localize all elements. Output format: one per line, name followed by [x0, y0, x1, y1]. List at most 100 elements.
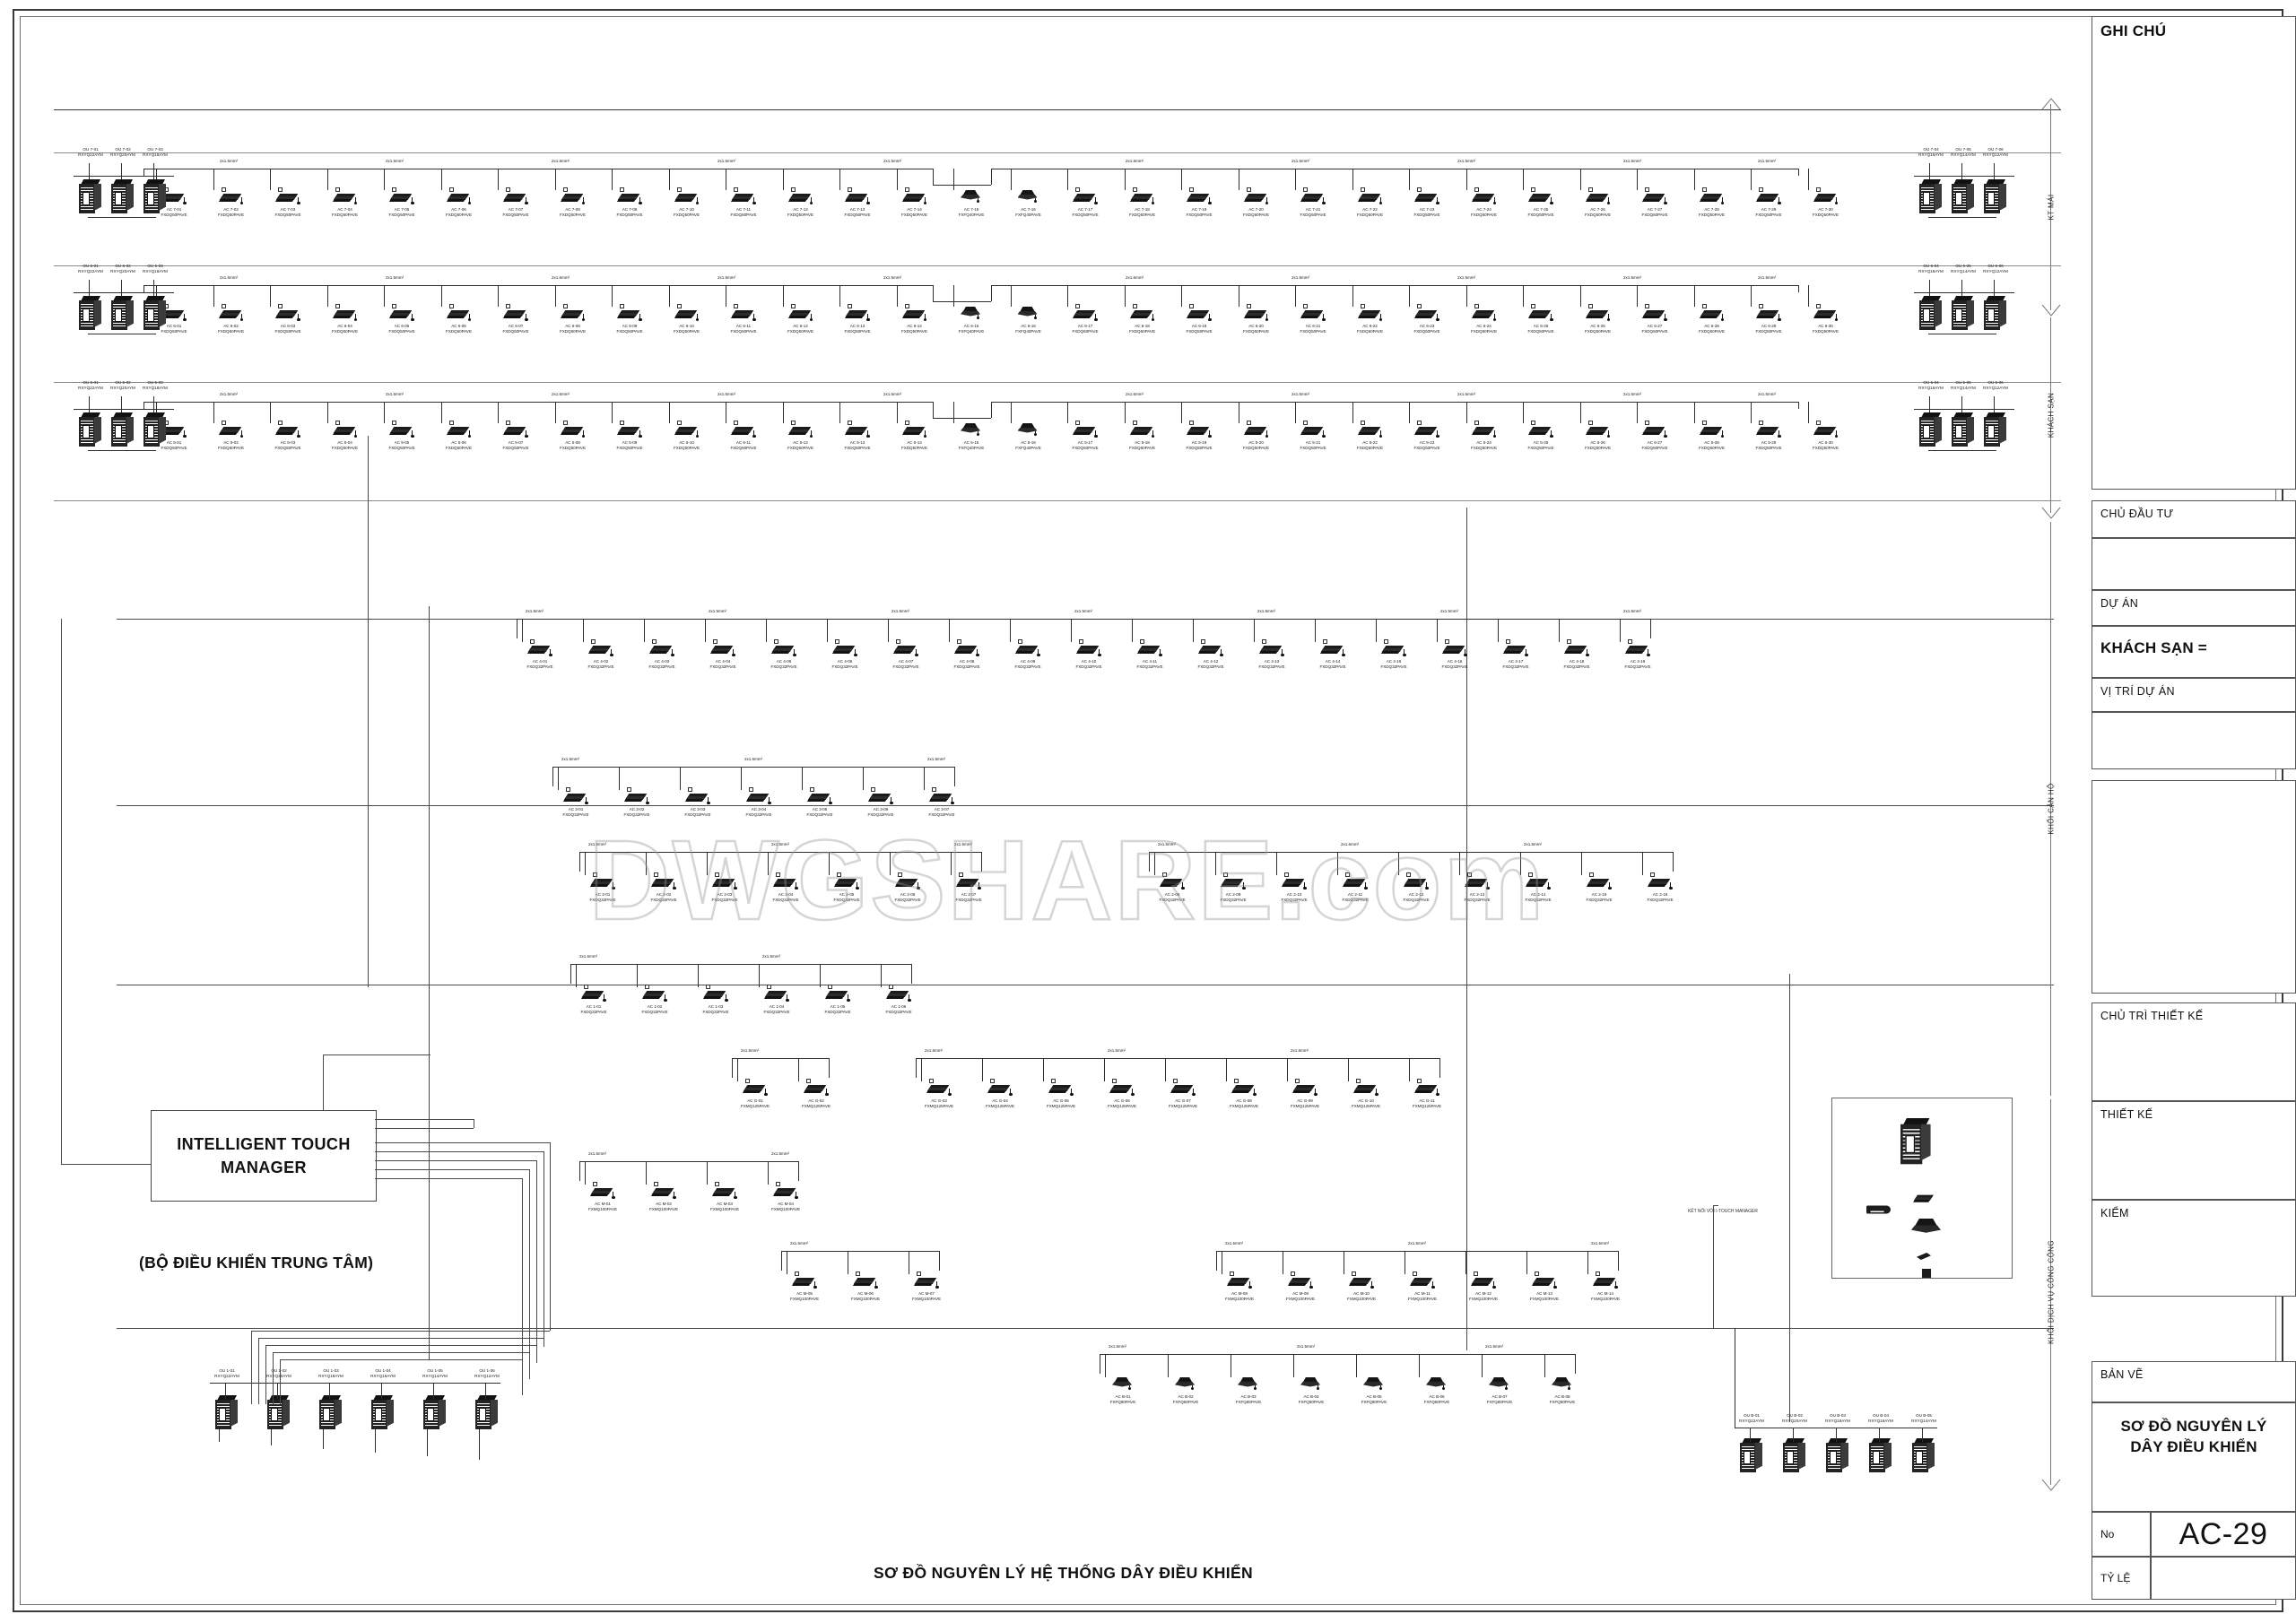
indoor-unit-AC-5-24[interactable]	[1471, 421, 1496, 438]
indoor-unit-AC-2-07[interactable]	[956, 872, 981, 890]
indoor-unit-AC-5-25[interactable]	[1528, 421, 1553, 438]
tb-scale-value-cell[interactable]	[2151, 1557, 2296, 1600]
outdoor-unit-OU-1-05[interactable]	[423, 1395, 447, 1431]
outdoor-unit-OU-B-03[interactable]	[1826, 1438, 1849, 1474]
indoor-unit-AC-5-07[interactable]	[503, 421, 528, 438]
indoor-unit-AC-B-03[interactable]	[1238, 1377, 1257, 1390]
indoor-unit-AC-6-30[interactable]	[1813, 304, 1838, 321]
outdoor-unit-OU-5-06[interactable]	[1984, 412, 2007, 448]
indoor-unit-AC-B-06[interactable]	[1426, 1377, 1446, 1390]
indoor-unit-AC-2-11[interactable]	[1343, 872, 1368, 890]
indoor-unit-AC-G-08[interactable]	[1231, 1079, 1257, 1096]
indoor-unit-AC-6-20[interactable]	[1243, 304, 1268, 321]
indoor-unit-AC-4-01[interactable]	[527, 639, 552, 656]
indoor-unit-AC-3-06[interactable]	[868, 787, 893, 804]
indoor-unit-AC-6-25[interactable]	[1528, 304, 1553, 321]
indoor-unit-AC-4-08[interactable]	[954, 639, 979, 656]
indoor-unit-AC-6-18[interactable]	[1129, 304, 1154, 321]
indoor-unit-AC-M-12[interactable]	[1471, 1271, 1496, 1289]
outdoor-unit-OU-7-06[interactable]	[1984, 179, 2007, 215]
intelligent-touch-manager-box[interactable]: INTELLIGENT TOUCH MANAGER	[151, 1110, 377, 1202]
outdoor-unit-OU-6-02[interactable]	[111, 296, 135, 332]
indoor-unit-AC-7-22[interactable]	[1357, 187, 1382, 204]
indoor-unit-AC-5-03[interactable]	[275, 421, 300, 438]
tb-designer-cell[interactable]: THIẾT KẾ	[2092, 1101, 2296, 1200]
indoor-unit-AC-4-10[interactable]	[1076, 639, 1101, 656]
indoor-unit-AC-M-02[interactable]	[651, 1182, 676, 1199]
indoor-unit-AC-5-08[interactable]	[560, 421, 585, 438]
indoor-unit-AC-2-04[interactable]	[773, 872, 798, 890]
indoor-unit-AC-4-14[interactable]	[1320, 639, 1345, 656]
indoor-unit-AC-7-15[interactable]	[961, 190, 980, 203]
outdoor-unit-OU-7-03[interactable]	[144, 179, 167, 215]
indoor-unit-AC-5-18[interactable]	[1129, 421, 1154, 438]
indoor-unit-AC-4-03[interactable]	[649, 639, 674, 656]
indoor-unit-AC-5-20[interactable]	[1243, 421, 1268, 438]
indoor-unit-AC-7-08[interactable]	[560, 187, 585, 204]
indoor-unit-AC-5-04[interactable]	[332, 421, 357, 438]
tb-design-lead-cell[interactable]: CHỦ TRÌ THIẾT KẾ	[2092, 1002, 2296, 1101]
indoor-unit-AC-2-10[interactable]	[1282, 872, 1307, 890]
indoor-unit-AC-6-24[interactable]	[1471, 304, 1496, 321]
indoor-unit-AC-M-14[interactable]	[1593, 1271, 1618, 1289]
indoor-unit-AC-B-02[interactable]	[1175, 1377, 1195, 1390]
indoor-unit-AC-7-05[interactable]	[389, 187, 414, 204]
indoor-unit-AC-7-25[interactable]	[1528, 187, 1553, 204]
indoor-unit-AC-1-05[interactable]	[825, 985, 850, 1002]
indoor-unit-AC-5-17[interactable]	[1073, 421, 1098, 438]
indoor-unit-AC-1-01[interactable]	[581, 985, 606, 1002]
indoor-unit-AC-7-16[interactable]	[1017, 190, 1038, 203]
indoor-unit-AC-3-02[interactable]	[624, 787, 649, 804]
outdoor-unit-OU-5-02[interactable]	[111, 412, 135, 448]
indoor-unit-AC-3-03[interactable]	[685, 787, 710, 804]
indoor-unit-AC-6-28[interactable]	[1699, 304, 1724, 321]
indoor-unit-AC-7-18[interactable]	[1129, 187, 1154, 204]
indoor-unit-AC-1-04[interactable]	[764, 985, 789, 1002]
indoor-unit-AC-7-13[interactable]	[845, 187, 870, 204]
indoor-unit-AC-G-07[interactable]	[1170, 1079, 1196, 1096]
outdoor-unit-OU-1-03[interactable]	[319, 1395, 343, 1431]
outdoor-unit-OU-7-04[interactable]	[1919, 179, 1943, 215]
indoor-unit-AC-G-06[interactable]	[1109, 1079, 1135, 1096]
outdoor-unit-OU-7-02[interactable]	[111, 179, 135, 215]
indoor-unit-AC-5-26[interactable]	[1585, 421, 1610, 438]
indoor-unit-AC-G-10[interactable]	[1353, 1079, 1378, 1096]
indoor-unit-AC-5-19[interactable]	[1187, 421, 1212, 438]
indoor-unit-AC-5-12[interactable]	[787, 421, 813, 438]
indoor-unit-AC-5-05[interactable]	[389, 421, 414, 438]
outdoor-unit-OU-5-05[interactable]	[1952, 412, 1975, 448]
indoor-unit-AC-4-02[interactable]	[588, 639, 613, 656]
indoor-unit-AC-5-28[interactable]	[1699, 421, 1724, 438]
indoor-unit-AC-4-05[interactable]	[771, 639, 796, 656]
indoor-unit-AC-6-14[interactable]	[901, 304, 926, 321]
indoor-unit-AC-4-09[interactable]	[1015, 639, 1040, 656]
indoor-unit-AC-7-03[interactable]	[275, 187, 300, 204]
indoor-unit-AC-6-19[interactable]	[1187, 304, 1212, 321]
indoor-unit-AC-1-02[interactable]	[642, 985, 667, 1002]
indoor-unit-AC-7-23[interactable]	[1414, 187, 1439, 204]
indoor-unit-AC-5-11[interactable]	[731, 421, 756, 438]
indoor-unit-AC-4-17[interactable]	[1503, 639, 1528, 656]
indoor-unit-AC-6-13[interactable]	[845, 304, 870, 321]
indoor-unit-AC-B-08[interactable]	[1552, 1377, 1571, 1390]
outdoor-unit-OU-6-04[interactable]	[1919, 296, 1943, 332]
indoor-unit-AC-6-02[interactable]	[218, 304, 243, 321]
indoor-unit-AC-7-29[interactable]	[1756, 187, 1781, 204]
indoor-unit-AC-7-11[interactable]	[731, 187, 756, 204]
indoor-unit-AC-7-09[interactable]	[617, 187, 642, 204]
indoor-unit-AC-3-07[interactable]	[929, 787, 954, 804]
indoor-unit-AC-4-12[interactable]	[1198, 639, 1223, 656]
indoor-unit-AC-3-04[interactable]	[746, 787, 771, 804]
indoor-unit-AC-4-19[interactable]	[1625, 639, 1650, 656]
indoor-unit-AC-2-09[interactable]	[1221, 872, 1246, 890]
indoor-unit-AC-5-14[interactable]	[901, 421, 926, 438]
indoor-unit-AC-7-14[interactable]	[901, 187, 926, 204]
outdoor-unit-OU-1-01[interactable]	[215, 1395, 239, 1431]
indoor-unit-AC-B-05[interactable]	[1363, 1377, 1383, 1390]
tb-checker-cell[interactable]: KIỂM	[2092, 1200, 2296, 1297]
indoor-unit-AC-6-03[interactable]	[275, 304, 300, 321]
indoor-unit-AC-7-20[interactable]	[1243, 187, 1268, 204]
indoor-unit-AC-7-12[interactable]	[787, 187, 813, 204]
indoor-unit-AC-M-06[interactable]	[853, 1271, 878, 1289]
indoor-unit-AC-M-09[interactable]	[1288, 1271, 1313, 1289]
